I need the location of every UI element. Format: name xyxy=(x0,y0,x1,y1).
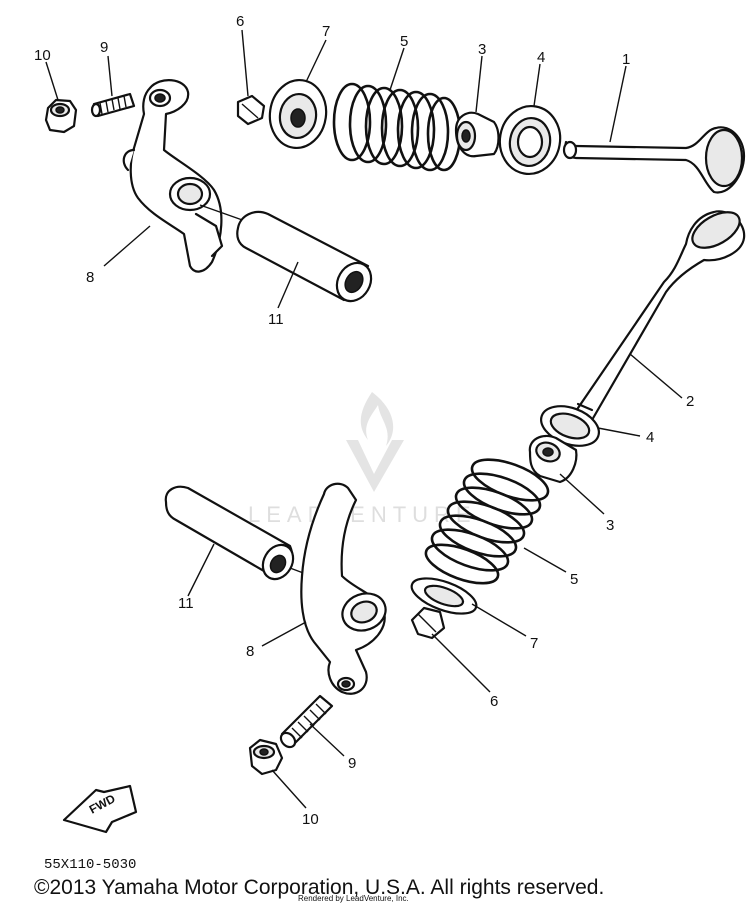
callout-4-top: 4 xyxy=(537,49,545,66)
callout-7-top: 7 xyxy=(322,23,330,40)
valve-exhaust xyxy=(575,210,746,422)
callout-9-top: 9 xyxy=(100,39,108,56)
callout-11-bottom: 11 xyxy=(178,595,194,612)
valve-spring-top xyxy=(332,82,462,172)
rendered-by-notice: Rendered by LeadVenture, Inc. xyxy=(298,894,409,903)
callout-8-bottom: 8 xyxy=(246,643,254,660)
callout-6-bottom: 6 xyxy=(490,693,498,710)
valve-seal-bottom xyxy=(528,434,578,484)
callouts-top: 10 9 6 7 5 3 4 1 8 11 xyxy=(34,13,630,328)
copyright-notice: ©2013 Yamaha Motor Corporation, U.S.A. A… xyxy=(34,876,604,899)
nut-top xyxy=(44,98,78,134)
rocker-shaft-bottom xyxy=(164,485,295,581)
callout-10-top: 10 xyxy=(34,47,51,64)
nut-bottom xyxy=(248,738,284,776)
callout-1-top: 1 xyxy=(622,51,630,68)
adjusting-screw-top xyxy=(90,92,136,118)
callout-7-bottom: 7 xyxy=(530,635,538,652)
valve-spring-bottom xyxy=(424,458,550,585)
callout-8-top: 8 xyxy=(86,269,94,286)
callout-3-bottom: 3 xyxy=(606,517,614,534)
callout-5-bottom: 5 xyxy=(570,571,578,588)
callout-2-bottom: 2 xyxy=(686,393,694,410)
valve-cotter-bottom xyxy=(410,606,446,640)
callout-4-bottom: 4 xyxy=(646,429,654,446)
rocker-arm-top xyxy=(122,79,224,273)
spring-seat-top xyxy=(498,105,562,175)
spring-retainer-bottom xyxy=(410,577,478,615)
valve-intake xyxy=(562,126,746,194)
valve-cotter-top xyxy=(236,94,266,126)
rocker-shaft-top xyxy=(236,210,373,303)
rocker-arm-bottom xyxy=(300,482,387,695)
adjusting-screw-bottom xyxy=(279,694,334,749)
shaft-alignment-line-top xyxy=(199,204,249,223)
spring-retainer-top xyxy=(268,79,328,149)
leader-lines xyxy=(45,29,683,809)
diagram-code: 55X110-5030 xyxy=(44,857,136,873)
callout-5-top: 5 xyxy=(400,33,408,50)
watermark-logo xyxy=(346,392,404,492)
spring-seat-bottom xyxy=(540,405,600,447)
callout-10-bottom: 10 xyxy=(302,811,319,828)
watermark-text: LEADVENTURE xyxy=(248,502,477,527)
callout-6-top: 6 xyxy=(236,13,244,30)
callout-9-bottom: 9 xyxy=(348,755,356,772)
callouts-bottom: 2 4 3 5 7 6 11 8 9 10 xyxy=(178,393,694,828)
callout-3-top: 3 xyxy=(478,41,486,58)
valve-seal-top xyxy=(454,111,500,158)
callout-11-top: 11 xyxy=(268,311,284,328)
fwd-arrow-icon: FWD xyxy=(62,784,138,834)
